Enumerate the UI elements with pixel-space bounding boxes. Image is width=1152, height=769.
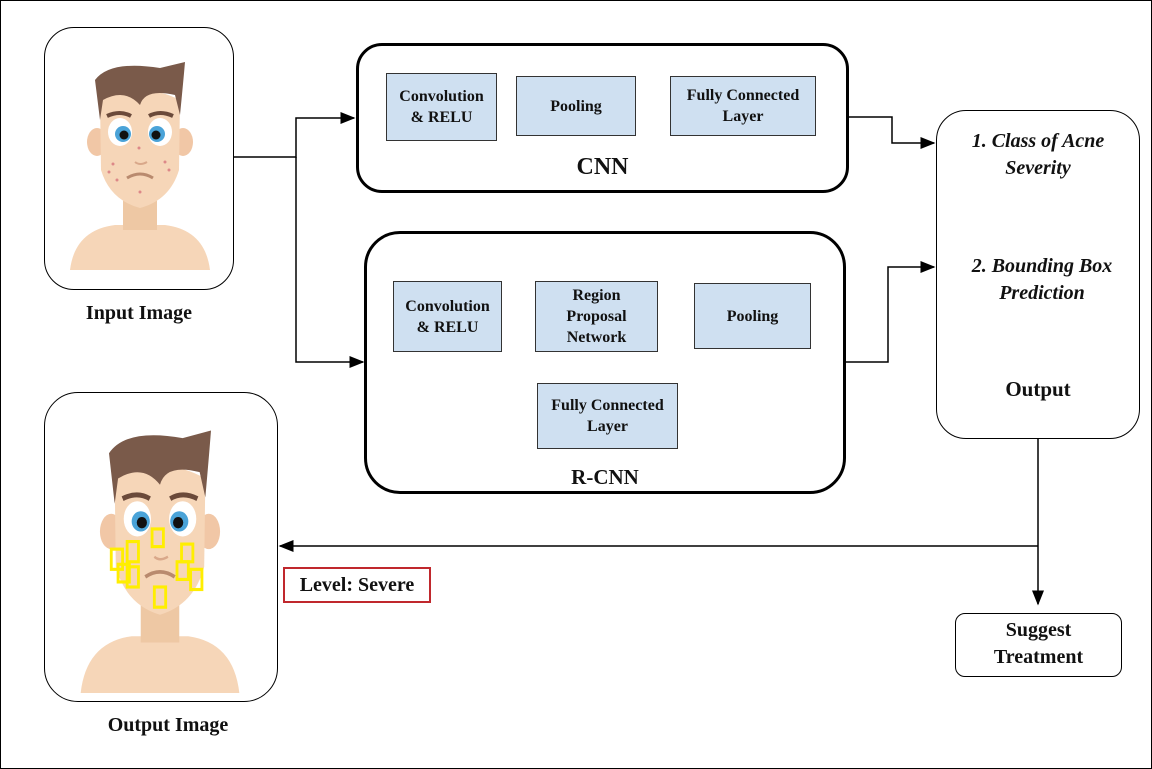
detection-boxes bbox=[109, 527, 204, 609]
face-illustration-annotated bbox=[75, 428, 245, 693]
suggest-treatment-label: Suggest Treatment bbox=[993, 619, 1084, 668]
output-item-bbox: 2. Bounding Box Prediction bbox=[971, 255, 1113, 304]
cnn-conv-relu-block: Convolution & RELU bbox=[386, 73, 497, 141]
output-image-label: Output Image bbox=[107, 714, 229, 736]
rcnn-fully-connected-block: Fully Connected Layer bbox=[537, 383, 678, 449]
input-image-label: Input Image bbox=[85, 302, 193, 324]
rcnn-conv-relu-block: Convolution & RELU bbox=[393, 281, 502, 352]
acne-spots bbox=[107, 146, 171, 194]
arrow-rcnn-to-output bbox=[845, 261, 936, 363]
rcnn-region-proposal-block: Region Proposal Network bbox=[535, 281, 658, 352]
output-panel bbox=[936, 110, 1140, 439]
input-image-panel bbox=[44, 27, 234, 290]
rcnn-panel bbox=[364, 231, 846, 494]
rcnn-pooling-block: Pooling bbox=[694, 283, 811, 349]
output-title: Output bbox=[1005, 377, 1071, 401]
severity-level-text: Level: Severe bbox=[299, 574, 415, 596]
output-image-panel bbox=[44, 392, 278, 702]
output-item-class: 1. Class of Acne Severity bbox=[971, 130, 1105, 179]
rcnn-title: R-CNN bbox=[571, 465, 639, 489]
cnn-fully-connected-block: Fully Connected Layer bbox=[670, 76, 816, 136]
arrow-input-to-rcnn bbox=[295, 157, 365, 368]
face-illustration bbox=[70, 62, 210, 270]
suggest-treatment-panel bbox=[955, 613, 1122, 677]
severity-level-badge bbox=[283, 567, 431, 603]
arrow-input-to-cnn bbox=[234, 112, 356, 158]
cnn-pooling-block: Pooling bbox=[516, 76, 636, 136]
arrow-cnn-to-output bbox=[848, 116, 936, 149]
cnn-title: CNN bbox=[576, 154, 629, 180]
